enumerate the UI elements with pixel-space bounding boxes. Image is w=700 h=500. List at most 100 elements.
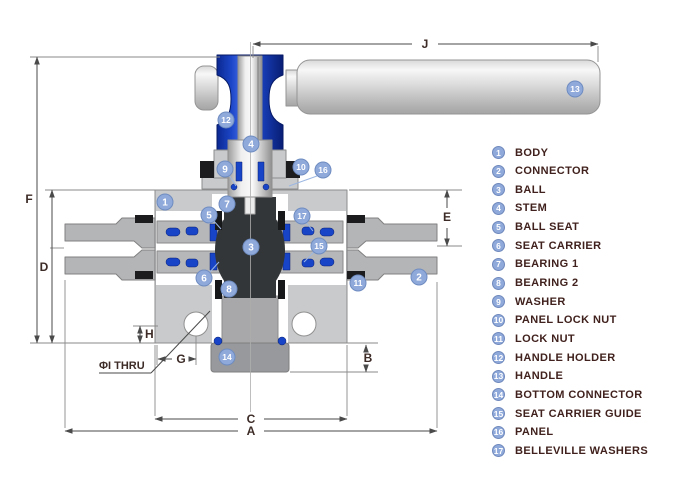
part-number-badge: 10 [492, 313, 505, 327]
part-name-label: WASHER [515, 295, 566, 308]
part-number-badge: 7 [492, 257, 505, 271]
callout-9: 9 [216, 160, 234, 178]
callout-14: 14 [218, 348, 236, 366]
svg-text:14: 14 [222, 352, 232, 362]
part-name-label: PANEL LOCK NUT [515, 314, 617, 327]
legend-item: 13 HANDLE [492, 369, 648, 383]
part-number-badge: 16 [492, 425, 505, 439]
part-number-badge: 6 [492, 239, 505, 253]
svg-text:17: 17 [297, 211, 307, 221]
part-name-label: STEM [515, 202, 548, 215]
part-number-badge: 12 [492, 351, 505, 365]
svg-text:4: 4 [248, 140, 254, 151]
bottom-seal-right [277, 336, 287, 346]
legend-item: 2 CONNECTOR [492, 164, 648, 178]
svg-text:9: 9 [222, 165, 228, 176]
legend-item: 10 PANEL LOCK NUT [492, 313, 648, 327]
dim-label-E: E [443, 210, 451, 224]
svg-text:5: 5 [206, 211, 212, 222]
callout-12: 12 [217, 111, 235, 129]
callout-15: 15 [310, 237, 328, 255]
callout-2: 2 [410, 268, 428, 286]
legend-item: 7 BEARING 1 [492, 257, 648, 271]
callout-7: 7 [218, 195, 236, 213]
legend-item: 5 BALL SEAT [492, 220, 648, 234]
part-number-badge: 11 [492, 332, 505, 346]
part-name-label: BOTTOM CONNECTOR [515, 388, 643, 401]
part-number-badge: 8 [492, 276, 505, 290]
callout-balloons: 1 2 3 4 5 6 7 8 9 10 11 12 13 14 15 16 1… [156, 80, 584, 366]
panel-lock-nut-left [200, 161, 214, 178]
dim-label-D: D [40, 260, 49, 274]
dim-label-G: G [176, 352, 185, 366]
part-name-label: CONNECTOR [515, 165, 590, 178]
ball-bearings [215, 211, 285, 299]
handle [296, 59, 601, 115]
dimension-labels: F D E J C A B H G ΦI THRU [25, 37, 451, 438]
part-number-badge: 3 [492, 183, 505, 197]
svg-text:12: 12 [221, 115, 231, 125]
callout-6: 6 [195, 269, 213, 287]
part-number-badge: 15 [492, 407, 505, 421]
part-number-badge: 13 [492, 369, 505, 383]
part-number-badge: 5 [492, 220, 505, 234]
dim-label-phi-thru: ΦI THRU [99, 360, 145, 372]
svg-text:8: 8 [226, 285, 232, 296]
part-number-badge: 1 [492, 146, 505, 160]
bottom-seal-left [213, 336, 223, 346]
svg-text:1: 1 [162, 198, 168, 209]
svg-text:3: 3 [248, 243, 254, 254]
callout-8: 8 [220, 280, 238, 298]
svg-text:16: 16 [318, 165, 328, 175]
part-name-label: HANDLE [515, 370, 564, 383]
callout-3: 3 [242, 238, 260, 256]
dim-label-A: A [247, 424, 256, 438]
callout-17: 17 [293, 207, 311, 225]
svg-text:15: 15 [314, 241, 324, 251]
svg-text:11: 11 [354, 278, 363, 288]
left-connector-lower [64, 249, 156, 281]
mounting-hole-right [291, 311, 317, 337]
legend-item: 14 BOTTOM CONNECTOR [492, 388, 648, 402]
handle-left-cap [194, 65, 219, 111]
legend-item: 16 PANEL [492, 425, 648, 439]
legend-item: 4 STEM [492, 201, 648, 215]
svg-text:6: 6 [201, 274, 207, 285]
part-name-label: SEAT CARRIER GUIDE [515, 407, 642, 420]
part-name-label: BALL SEAT [515, 221, 580, 234]
part-number-badge: 4 [492, 201, 505, 215]
svg-text:13: 13 [570, 84, 580, 94]
part-number-badge: 2 [492, 164, 505, 178]
part-name-label: BALL [515, 183, 546, 196]
dimension-arrows [34, 41, 599, 434]
mounting-hole-left [183, 311, 209, 337]
dim-label-J: J [422, 37, 429, 51]
bottom-connector-neck [221, 295, 279, 344]
part-number-badge: 14 [492, 388, 505, 402]
callout-5: 5 [200, 206, 218, 224]
part-number-badge: 17 [492, 444, 505, 458]
callout-10: 10 [292, 158, 310, 176]
callout-16: 16 [314, 161, 332, 179]
legend-item: 11 LOCK NUT [492, 332, 648, 346]
dim-label-H: H [145, 327, 154, 341]
legend-item: 3 BALL [492, 183, 648, 197]
part-name-label: LOCK NUT [515, 332, 576, 345]
callout-11: 11 [349, 274, 367, 292]
left-connector-upper [64, 217, 156, 249]
dim-label-C: C [247, 412, 256, 426]
part-name-label: PANEL [515, 426, 554, 439]
callout-4: 4 [242, 135, 260, 153]
part-name-label: BEARING 1 [515, 258, 579, 271]
callout-1: 1 [156, 193, 174, 211]
stem-tip [244, 196, 256, 215]
